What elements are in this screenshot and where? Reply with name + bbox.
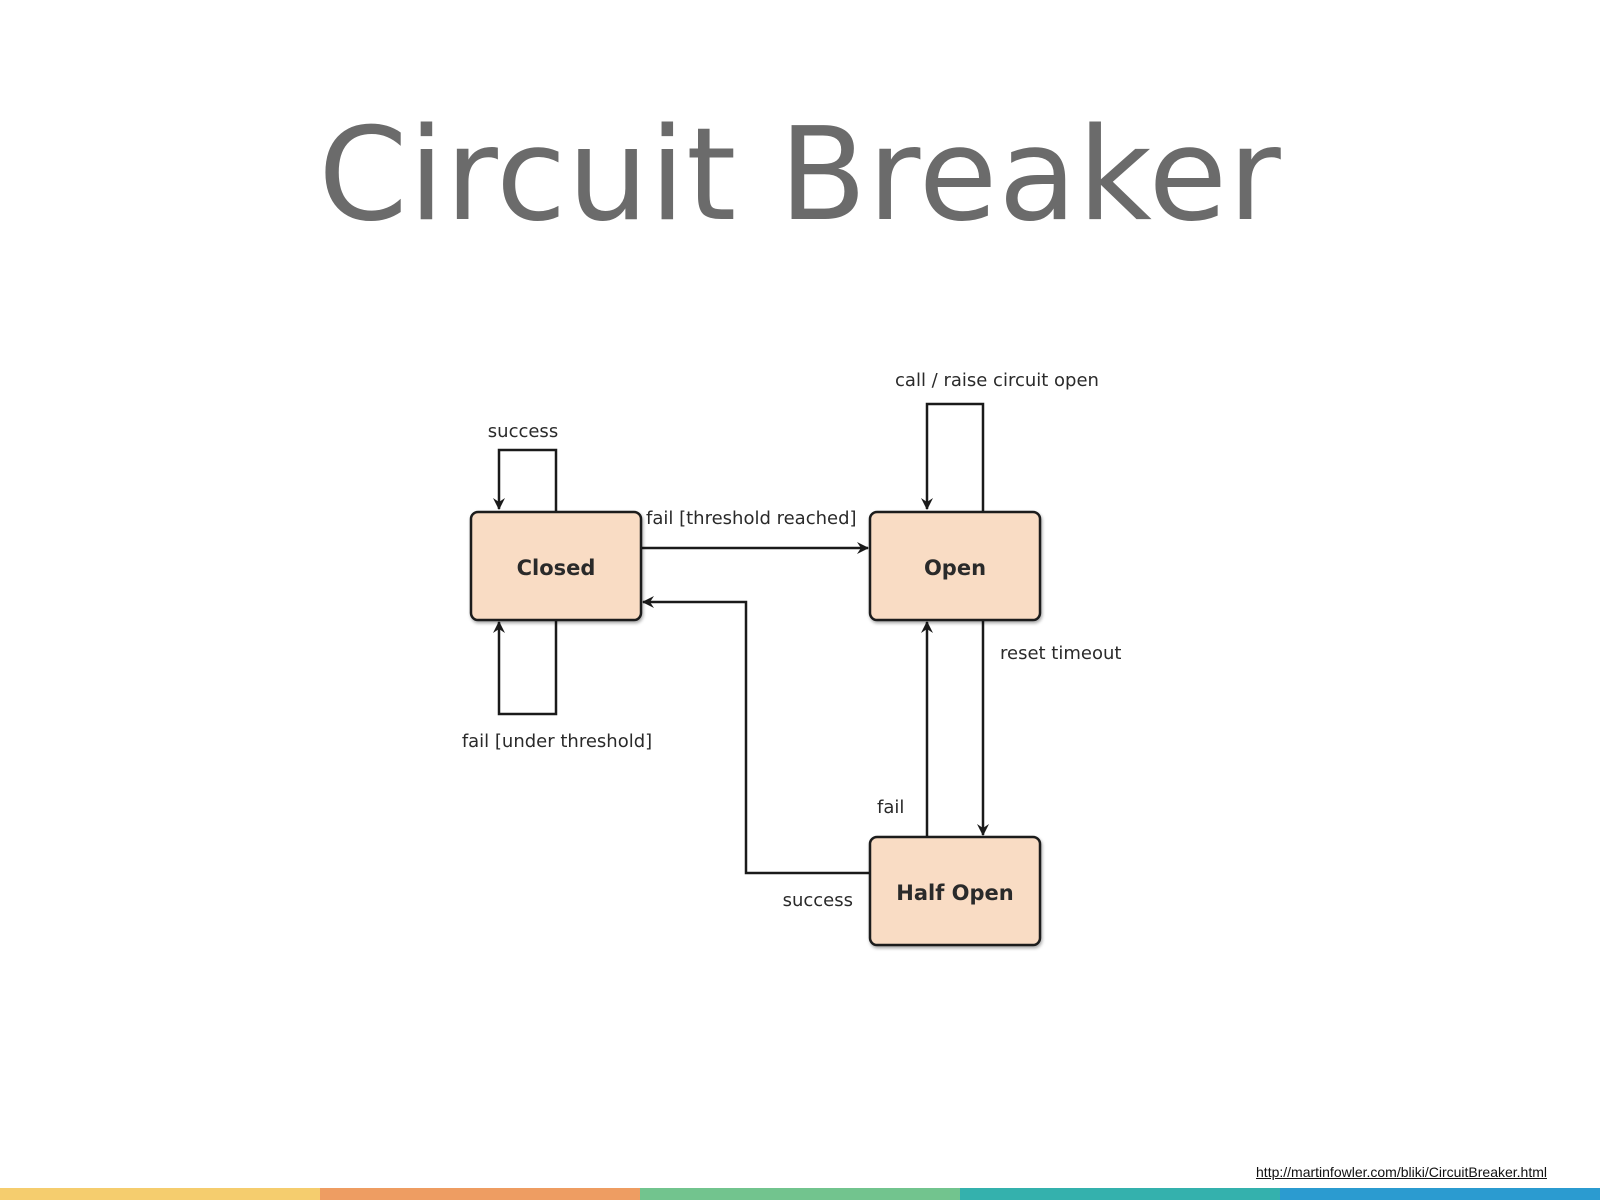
label-half-open-to-open: fail — [877, 797, 904, 818]
label-closed-to-open: fail [threshold reached] — [646, 508, 857, 529]
bottom-color-bar — [0, 1188, 1600, 1200]
label-half-open-to-closed: success — [783, 890, 853, 911]
state-closed-label: Closed — [517, 556, 596, 580]
state-closed-box — [469, 510, 643, 622]
state-open: Open — [868, 510, 1042, 622]
bottom-bar-segment-4 — [960, 1188, 1280, 1200]
slide-title: Circuit Breaker — [318, 101, 1282, 250]
closed-success-loop-arrow — [493, 448, 558, 511]
open-self-loop-arrow — [921, 402, 985, 511]
label-open-self: call / raise circuit open — [895, 370, 1099, 391]
closed-fail-under-threshold-loop-arrow — [493, 621, 558, 716]
state-closed: Closed — [469, 510, 643, 622]
bottom-bar-segment-1 — [0, 1188, 320, 1200]
half-open-to-closed-arrow — [642, 596, 870, 875]
state-half-open-label: Half Open — [896, 881, 1013, 905]
label-closed-success: success — [488, 421, 558, 442]
bottom-bar-segment-3 — [640, 1188, 960, 1200]
state-open-box — [868, 510, 1042, 622]
label-open-to-half-open: reset timeout — [1000, 643, 1121, 664]
source-link[interactable]: http://martinfowler.com/bliki/CircuitBre… — [1256, 1164, 1547, 1180]
state-open-label: Open — [924, 556, 986, 580]
label-closed-fail-under-threshold: fail [under threshold] — [462, 731, 652, 752]
bottom-bar-segment-5 — [1280, 1188, 1600, 1200]
state-half-open: Half Open — [868, 835, 1042, 947]
bottom-bar-segment-2 — [320, 1188, 640, 1200]
state-half-open-box — [868, 835, 1042, 947]
